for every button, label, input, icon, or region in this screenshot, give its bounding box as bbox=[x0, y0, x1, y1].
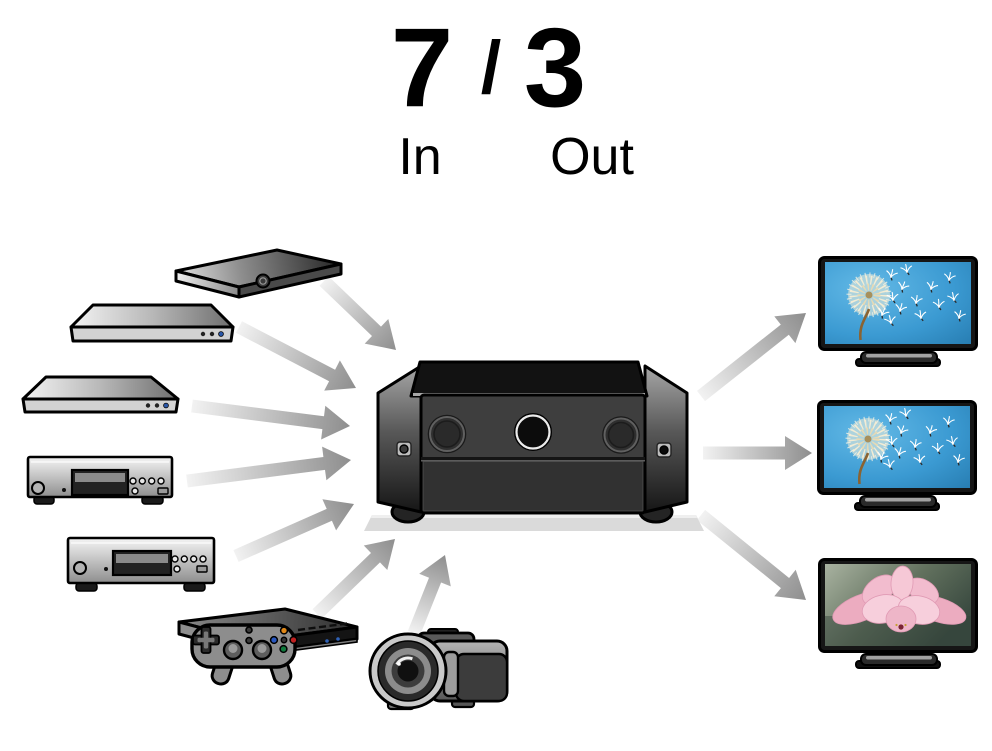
power-led bbox=[218, 331, 224, 337]
av-receiver-icon bbox=[364, 360, 704, 531]
front-buttons bbox=[171, 555, 207, 573]
front-button bbox=[200, 331, 206, 337]
power-knob bbox=[73, 561, 87, 575]
front-button bbox=[145, 403, 151, 408]
tv-output-1 bbox=[818, 256, 978, 368]
dvd-player-icon bbox=[21, 375, 180, 414]
arrow-input-6 bbox=[312, 539, 395, 619]
front-button bbox=[154, 403, 160, 408]
arrow-input-7 bbox=[408, 555, 451, 636]
front-buttons bbox=[129, 477, 165, 495]
input-knob bbox=[427, 414, 467, 454]
arrow-output-2 bbox=[703, 436, 812, 470]
front-flap bbox=[424, 462, 642, 510]
tv-output-2 bbox=[817, 400, 977, 512]
cd-player-icon bbox=[26, 455, 174, 505]
arrow-input-4 bbox=[186, 446, 351, 488]
power-knob bbox=[31, 481, 45, 495]
tv-screen-lotus bbox=[824, 563, 972, 647]
power-button bbox=[399, 444, 409, 454]
arrow-input-2 bbox=[236, 321, 356, 391]
power-led bbox=[163, 402, 169, 409]
out-label: Out bbox=[550, 128, 634, 186]
title-separator: / bbox=[480, 26, 502, 109]
network-audio-player-icon bbox=[66, 536, 216, 592]
in-label: In bbox=[398, 128, 442, 186]
arrow-output-3 bbox=[696, 509, 806, 600]
d-pad bbox=[192, 626, 220, 654]
power-button bbox=[255, 273, 271, 289]
arrow-input-1 bbox=[319, 276, 396, 350]
volume-knob bbox=[602, 416, 640, 454]
lens bbox=[368, 632, 448, 710]
action-buttons bbox=[269, 626, 298, 654]
gamepad bbox=[190, 623, 298, 686]
tv-screen-dandelion bbox=[824, 406, 970, 488]
outputs-count: 3 bbox=[523, 5, 587, 130]
blu-ray-player-icon bbox=[69, 303, 235, 343]
arrow-output-1 bbox=[697, 313, 806, 402]
game-console-icon bbox=[177, 607, 359, 686]
camcorder-icon bbox=[368, 628, 509, 711]
center-knob bbox=[513, 412, 552, 451]
slim-media-player-icon bbox=[174, 248, 343, 299]
tv-screen-dandelion bbox=[825, 262, 971, 344]
console-vents bbox=[297, 622, 348, 632]
tv-output-3 bbox=[818, 558, 978, 670]
inputs-count: 7 bbox=[390, 5, 454, 130]
lcd-panel bbox=[454, 652, 509, 703]
headphone-jack bbox=[659, 445, 669, 455]
receiver-shadow bbox=[364, 515, 704, 531]
front-button bbox=[209, 331, 215, 337]
arrow-input-5 bbox=[233, 499, 354, 562]
arrow-input-3 bbox=[191, 399, 350, 440]
